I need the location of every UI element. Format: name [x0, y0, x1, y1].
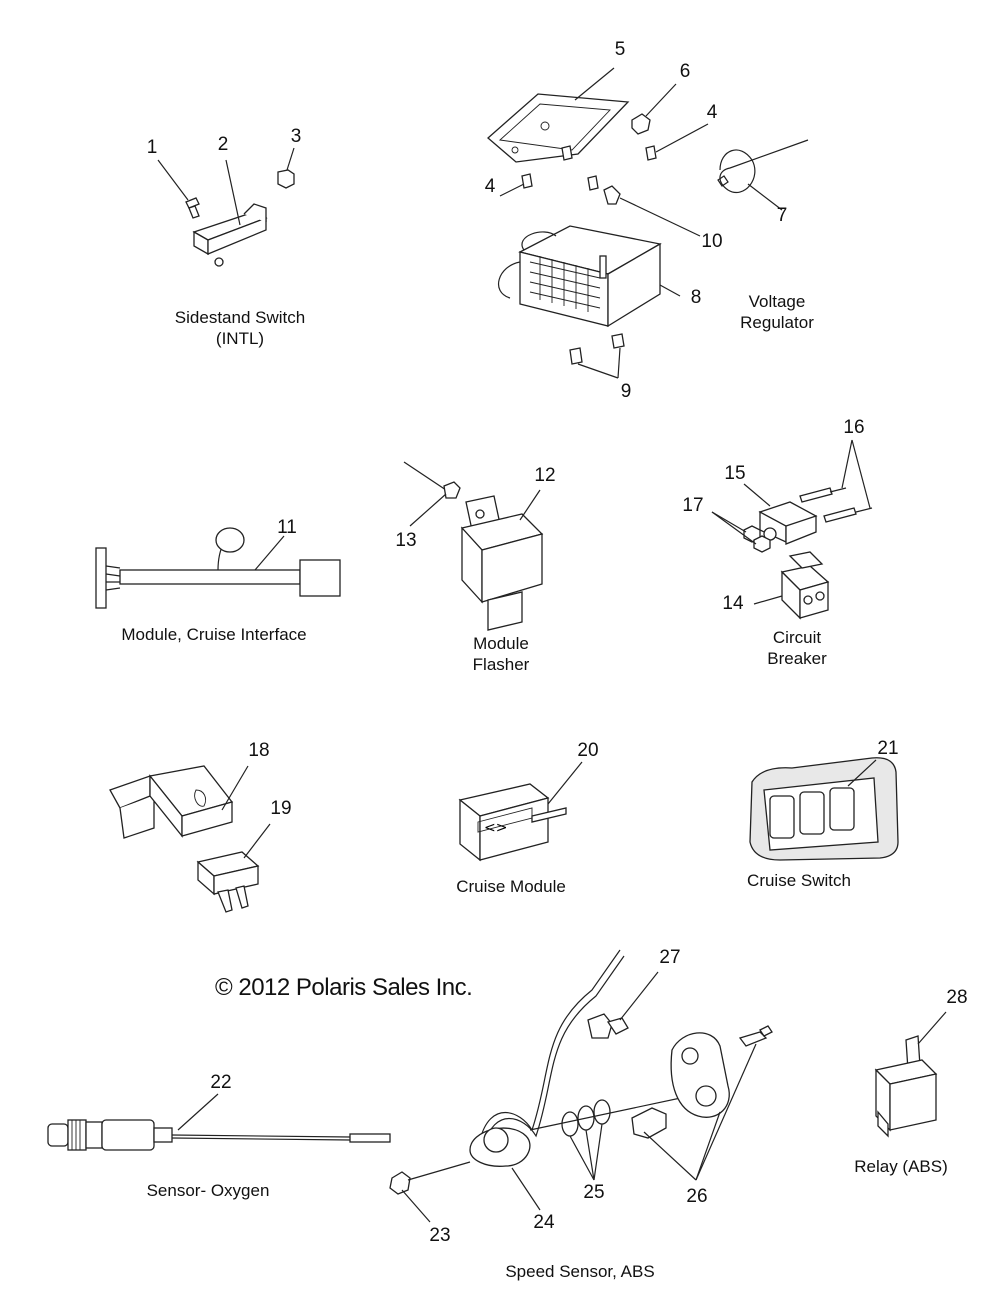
part-16-rivets: [799, 439, 873, 523]
callout-4b: 4: [706, 102, 718, 123]
label-speed-sensor-abs: Speed Sensor, ABS: [505, 1262, 655, 1281]
part-13-pin: [403, 461, 461, 527]
label-relay-abs: Relay (ABS): [854, 1157, 948, 1176]
callout-25: 25: [583, 1182, 605, 1203]
part-9-screws: [569, 333, 625, 379]
part-2-sidestand-switch: [192, 159, 268, 267]
label-voltage-regulator: Voltage Regulator: [740, 292, 814, 332]
callout-28: 28: [946, 987, 968, 1008]
callout-12: 12: [534, 465, 556, 486]
callout-14: 14: [722, 593, 744, 614]
callout-3: 3: [290, 126, 302, 147]
callout-13: 13: [395, 530, 417, 551]
callout-16: 16: [843, 417, 865, 438]
part-18-connector: [109, 765, 249, 839]
part-12-flasher: [460, 489, 544, 631]
part-28-relay: [874, 1011, 947, 1138]
part-10-fitting: [603, 185, 701, 237]
callout-18: 18: [248, 740, 270, 761]
callout-15: 15: [724, 463, 746, 484]
label-cruise-switch: Cruise Switch: [747, 871, 851, 890]
callout-8: 8: [690, 287, 702, 308]
callout-9: 9: [620, 381, 632, 402]
callout-27: 27: [659, 947, 681, 968]
part-23-screw: [389, 1161, 471, 1223]
callout-26: 26: [686, 1186, 708, 1207]
part-8-regulator: [498, 225, 681, 328]
part-21-cruise-switch: [749, 757, 899, 861]
callout-17: 17: [682, 495, 704, 516]
part-5-bracket: [487, 67, 630, 163]
callout-6: 6: [679, 61, 691, 82]
label-sidestand-switch: Sidestand Switch (INTL): [174, 308, 306, 348]
part-6-clip: [631, 83, 677, 135]
label-cruise-interface: Module, Cruise Interface: [121, 625, 307, 644]
part-26-bracket: [631, 1025, 773, 1181]
part-25-washers: [529, 1095, 691, 1181]
part-3-nut: [277, 147, 295, 189]
callout-10: 10: [701, 231, 723, 252]
callout-2: 2: [217, 134, 229, 155]
label-cruise-module: Cruise Module: [456, 877, 566, 896]
label-oxygen-sensor: Sensor- Oxygen: [146, 1181, 270, 1200]
part-11-cruise-interface: [95, 527, 341, 609]
callout-21: 21: [877, 738, 899, 759]
callout-5: 5: [614, 39, 626, 60]
part-20-cruise-module: <>: [458, 761, 583, 862]
part-15-breaker: [743, 483, 818, 545]
callout-24: 24: [533, 1212, 555, 1233]
copyright-notice: © 2012 Polaris Sales Inc.: [215, 974, 473, 1001]
svg-text:<>: <>: [484, 820, 507, 836]
part-27-clip: [587, 971, 659, 1039]
callout-22: 22: [210, 1072, 232, 1093]
part-1-bolt: [157, 159, 200, 219]
label-module-flasher: Module Flasher: [472, 634, 530, 674]
part-19-fuse: [196, 823, 271, 913]
part-24-speed-sensor: [469, 949, 625, 1211]
part-17-nuts: [711, 511, 771, 553]
callout-7: 7: [776, 205, 788, 226]
label-circuit-breaker: Circuit Breaker: [767, 628, 827, 668]
callout-1: 1: [146, 137, 158, 158]
callout-4: 4: [484, 176, 496, 197]
callout-11: 11: [277, 517, 297, 538]
callout-23: 23: [429, 1225, 451, 1246]
part-14-breaker-cover: [753, 551, 830, 620]
part-4-screws: [499, 123, 709, 197]
callout-19: 19: [270, 798, 292, 819]
part-22-oxygen-sensor: [47, 1093, 391, 1151]
part-7-cable-tie: [717, 139, 809, 211]
callout-20: 20: [577, 740, 599, 761]
